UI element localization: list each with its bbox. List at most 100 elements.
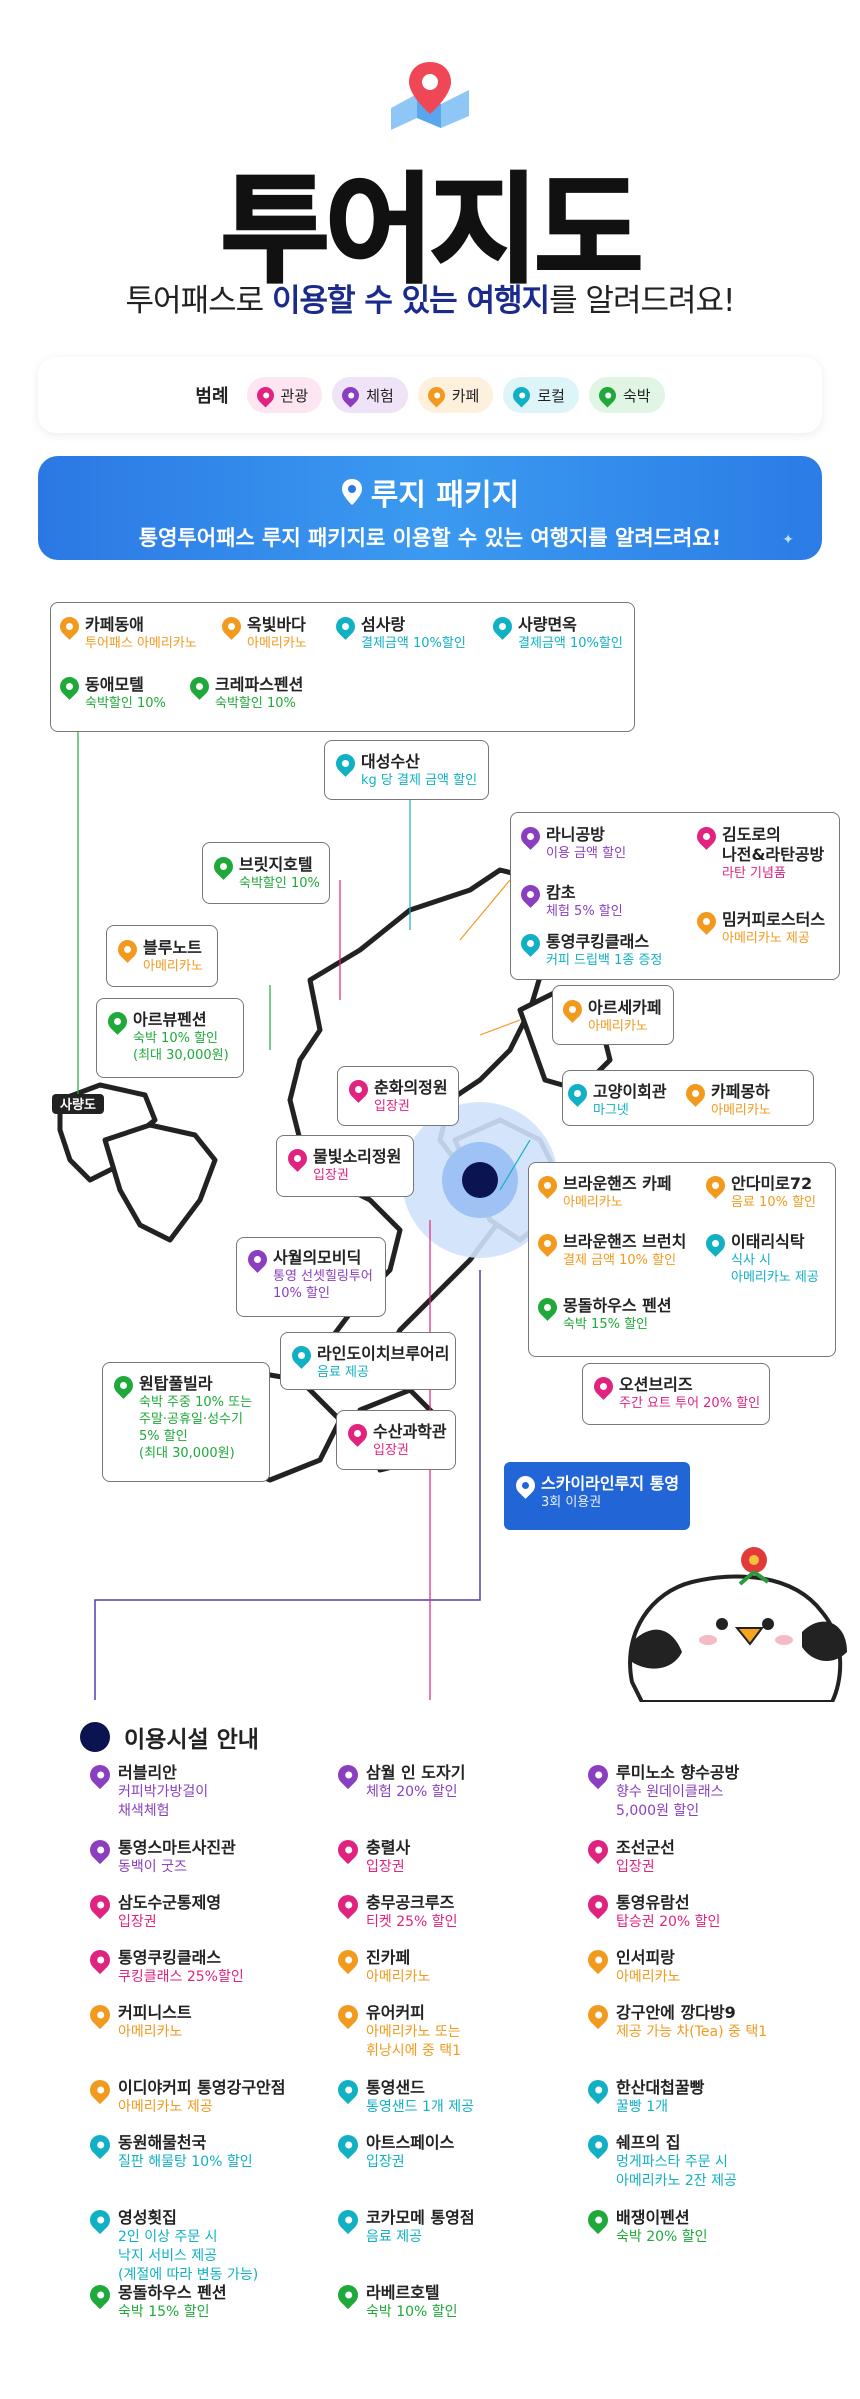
place-benefit: 통영 선셋힐링투어 10% 할인: [273, 1269, 373, 1301]
place-benefit: 숙박할인 10%: [215, 696, 296, 711]
location-pin-icon: [534, 1294, 561, 1321]
facility-benefit: 아메리카노: [118, 2024, 183, 2040]
facility-name: 충렬사: [366, 1838, 411, 1857]
location-pin-icon: [332, 613, 359, 640]
location-pin-icon: [333, 2280, 363, 2310]
place-benefit: 결제금액 10%할인: [361, 636, 466, 651]
location-pin-icon: [333, 1760, 363, 1790]
legend-title: 범례: [195, 386, 229, 407]
section-dot-icon: [80, 1722, 110, 1752]
place-benefit: 아메리카노: [711, 1103, 771, 1118]
location-pin-icon: [702, 1230, 729, 1257]
location-pin-icon: [583, 1890, 613, 1920]
location-pin-icon: [333, 1945, 363, 1975]
facility-name: 유어커피: [366, 2003, 425, 2022]
place-name: 사량면옥: [518, 615, 577, 634]
location-pin-icon: [85, 1890, 115, 1920]
place-benefit: 아메리카노: [143, 959, 203, 974]
facility-name: 라베르호텔: [366, 2283, 440, 2302]
location-pin-icon: [424, 382, 449, 408]
location-pin-icon: [104, 1008, 131, 1035]
page-title: 투어지도: [219, 160, 644, 301]
location-pin-icon: [288, 1342, 315, 1369]
skyline-luge-card[interactable]: [504, 1462, 690, 1530]
place-benefit: 숙박 주중 10% 또는 주말·공휴일·성수기 5% 할인 (최대 30,000…: [139, 1395, 253, 1461]
place-benefit: 체험 5% 할인: [546, 904, 623, 919]
location-pin-icon: [85, 1945, 115, 1975]
facility-benefit: 숙박 20% 할인: [616, 2229, 708, 2245]
facility-name: 러블리안: [118, 1763, 177, 1782]
facility-name: 루미노소 향수공방: [616, 1763, 740, 1782]
location-pin-icon: [284, 1145, 311, 1172]
place-benefit: 음료 10% 할인: [731, 1195, 816, 1210]
place-name: 물빛소리정원: [313, 1147, 402, 1166]
location-pin-icon: [85, 2000, 115, 2030]
luge-package-banner: 루지 패키지 통영투어패스 루지 패키지로 이용할 수 있는 여행지를 알려드려…: [38, 456, 822, 560]
facility-benefit: 2인 이상 주문 시 낙지 서비스 제공 (계절에 따라 변동 가능): [118, 2229, 259, 2283]
seagull-mascot-icon: [628, 1547, 847, 1702]
banner-title: 루지 패키지: [370, 478, 520, 513]
facility-name: 진카페: [366, 1948, 411, 1967]
sparkle-icon: ✦: [782, 532, 794, 548]
location-pin-icon: [564, 1080, 591, 1107]
